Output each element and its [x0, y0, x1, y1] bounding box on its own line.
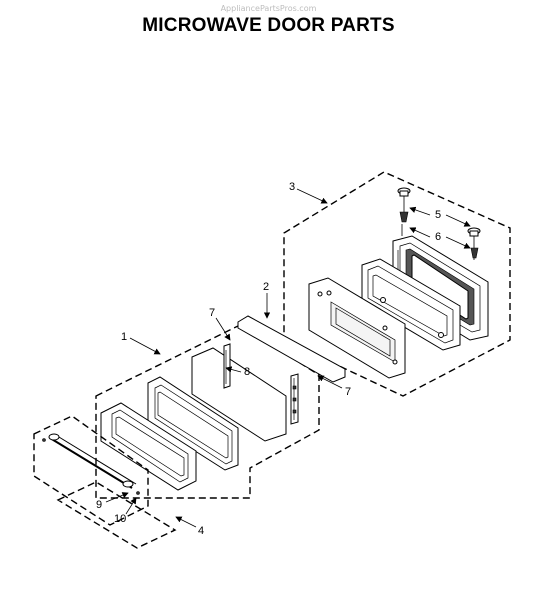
callout-7-upper: 7	[209, 307, 215, 319]
callout-9: 9	[96, 499, 102, 511]
page-title: MICROWAVE DOOR PARTS	[142, 15, 395, 36]
callout-5: 5	[435, 209, 441, 221]
group-4-outline-lower	[56, 481, 177, 549]
callout-1: 1	[121, 331, 127, 343]
callout-2: 2	[263, 281, 269, 293]
hinge-bracket	[223, 343, 299, 425]
group-4-outline	[33, 415, 149, 526]
door-glass-panel	[191, 347, 287, 442]
door-frame-plate	[308, 277, 406, 379]
door-hinge-bar	[237, 315, 346, 383]
callout-4: 4	[198, 525, 204, 537]
callout-7-lower: 7	[345, 386, 351, 398]
callout-3: 3	[289, 181, 295, 193]
callout-6: 6	[435, 231, 441, 243]
door-handle	[42, 433, 140, 495]
callout-10: 10	[114, 513, 126, 525]
callout-8: 8	[244, 366, 250, 378]
watermark: AppliancePartsPros.com	[220, 4, 317, 13]
screw-6	[401, 224, 479, 259]
door-front-panel	[100, 402, 197, 491]
screw-5	[397, 187, 481, 260]
